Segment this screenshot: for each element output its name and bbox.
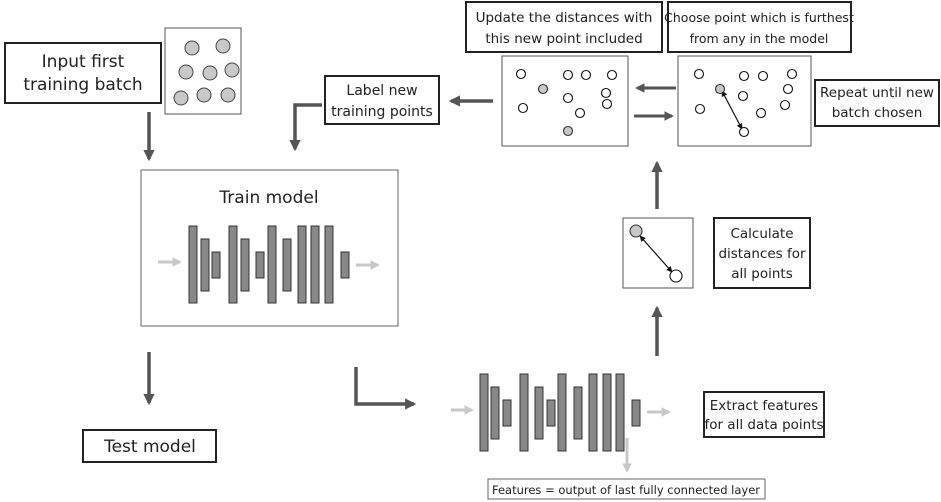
distance-line xyxy=(639,235,673,273)
point-circle xyxy=(562,92,574,104)
network-layer xyxy=(282,238,292,292)
point-circle xyxy=(779,99,791,111)
calculate-line-2: distances for xyxy=(718,246,806,262)
point-circle xyxy=(782,83,794,95)
update-points-panel xyxy=(501,55,629,147)
network-layer xyxy=(502,399,512,427)
calculate-distances-box: Calculate distances for all points xyxy=(713,217,811,289)
repeat-until-box: Repeat until new batch chosen xyxy=(814,79,940,127)
sample-circle xyxy=(224,62,240,78)
point-circle xyxy=(562,69,574,81)
extract-features-line-2: for all data points xyxy=(704,417,823,433)
sample-circle xyxy=(220,87,236,103)
label-points-line-1: Label new xyxy=(346,83,417,99)
update-distances-line-1: Update the distances with xyxy=(476,10,653,26)
labeled-point-circle xyxy=(714,83,726,95)
test-model-box: Test model xyxy=(82,429,217,463)
point-circle xyxy=(517,102,529,114)
arrow-label-to-train xyxy=(289,103,322,152)
network-layer xyxy=(240,238,250,292)
point-circle xyxy=(601,98,613,110)
point-circle xyxy=(757,70,769,82)
network-layer xyxy=(573,386,583,440)
distance-icon-panel xyxy=(622,217,694,289)
sample-circle xyxy=(178,64,194,80)
train-network-icon xyxy=(158,225,380,304)
train-model-panel: Train model xyxy=(140,169,399,327)
choose-point-line-2: from any in the model xyxy=(690,31,829,46)
sample-circle xyxy=(215,38,231,54)
labeled-point-circle xyxy=(537,83,549,95)
label-points-box: Label new training points xyxy=(324,75,440,125)
batch-sample-circles xyxy=(173,38,240,106)
point-circle xyxy=(694,103,706,115)
network-layer xyxy=(546,399,556,427)
distance-line xyxy=(721,90,743,130)
point-circle xyxy=(755,107,767,119)
train-model-title: Train model xyxy=(218,188,318,208)
test-model-label: Test model xyxy=(103,437,196,457)
sample-circle xyxy=(196,87,212,103)
network-layer xyxy=(310,225,320,304)
point-circle xyxy=(669,269,683,283)
update-distances-box: Update the distances with this new point… xyxy=(465,1,663,53)
network-layer xyxy=(255,251,265,279)
repeat-until-line-2: batch chosen xyxy=(832,105,923,121)
network-layer xyxy=(490,386,500,440)
choose-points-panel xyxy=(677,55,812,147)
point-circle xyxy=(738,70,750,82)
extract-features-line-1: Extract features xyxy=(710,398,818,414)
labeled-point-circle xyxy=(562,125,574,137)
network-layer xyxy=(340,251,350,279)
sample-circle xyxy=(173,90,189,106)
point-circle xyxy=(574,107,586,119)
network-layer xyxy=(588,373,598,452)
point-circle xyxy=(786,68,798,80)
sample-circle xyxy=(184,40,200,56)
network-layer xyxy=(479,373,489,452)
point-circle xyxy=(580,69,592,81)
network-layer xyxy=(297,225,307,304)
network-layer xyxy=(519,373,529,452)
sample-circle xyxy=(202,65,218,81)
network-layer xyxy=(211,251,221,279)
point-circle xyxy=(693,68,705,80)
network-layer xyxy=(228,225,238,304)
point-circle xyxy=(600,87,612,99)
network-layer xyxy=(534,386,544,440)
input-batch-line-2: training batch xyxy=(23,75,142,95)
network-layer xyxy=(200,238,210,292)
point-circle xyxy=(606,69,618,81)
network-layer xyxy=(267,225,277,304)
network-layer xyxy=(602,373,612,452)
input-batch-line-1: Input first xyxy=(42,52,125,72)
choose-point-line-1: Choose point which is furthest xyxy=(664,10,854,25)
feature-network-icon xyxy=(451,373,671,473)
repeat-until-line-1: Repeat until new xyxy=(820,85,934,101)
input-batch-box: Input first training batch xyxy=(4,42,162,104)
label-points-line-2: training points xyxy=(331,104,433,120)
point-circle xyxy=(737,90,749,102)
extract-features-box: Extract features for all data points xyxy=(703,391,825,438)
network-layer xyxy=(324,225,334,304)
network-layer xyxy=(631,399,641,427)
network-layer xyxy=(557,373,567,452)
features-note-label: Features = output of last fully connecte… xyxy=(492,483,760,497)
labeled-point-circle xyxy=(629,224,643,238)
arrow-train-to-features xyxy=(354,367,417,410)
point-circle xyxy=(515,68,527,80)
calculate-line-3: all points xyxy=(731,266,793,282)
network-layer xyxy=(188,225,198,304)
update-distances-line-2: this new point included xyxy=(485,31,642,47)
point-circle xyxy=(738,126,750,138)
calculate-line-1: Calculate xyxy=(730,226,793,242)
network-layer xyxy=(615,373,625,452)
features-note-box: Features = output of last fully connecte… xyxy=(487,478,766,500)
batch-samples-panel xyxy=(164,27,242,115)
choose-point-box: Choose point which is furthest from any … xyxy=(664,1,854,53)
